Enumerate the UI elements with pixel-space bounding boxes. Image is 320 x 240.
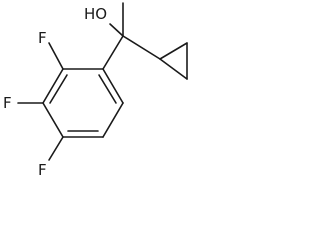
ring-bond [42,102,64,138]
aryl-carbinol-bond [102,35,124,70]
ring-bond [102,68,124,104]
fluorine-label-top: F [38,29,47,47]
fluorine-bond [48,42,64,70]
ring-bond [42,68,64,104]
ring-double-bond [98,74,117,104]
ring-bond [102,102,124,138]
cyclopropyl-ring [159,42,188,80]
cyclopropyl-bond [122,35,161,60]
hydroxyl-label: HO [84,5,107,23]
hydroxyl-bond [109,23,124,37]
fluorine-label-middle: F [3,94,12,112]
fluorine-bond [48,136,64,161]
benzene-ring [42,68,124,138]
fluorine-label-bottom: F [38,161,47,179]
chemical-structure-diagram: HO F F F [3,2,188,179]
ring-bond [159,42,188,60]
ring-double-bond [49,74,68,104]
ring-bond [159,58,188,80]
